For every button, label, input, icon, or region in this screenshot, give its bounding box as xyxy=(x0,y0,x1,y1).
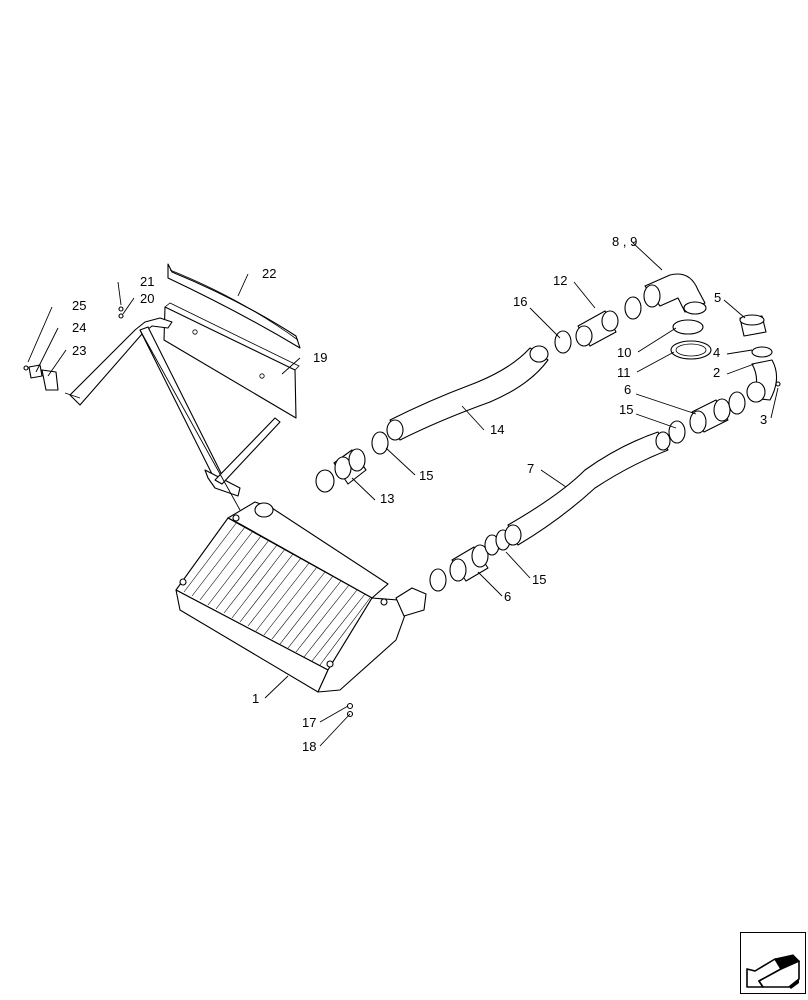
callout-17: 17 xyxy=(302,715,316,730)
callout-19: 19 xyxy=(313,350,327,365)
callout-16: 16 xyxy=(513,294,527,309)
callout-13: 13 xyxy=(380,491,394,506)
callout-25: 25 xyxy=(72,298,86,313)
callout-4: 4 xyxy=(713,345,720,360)
callout-3: 3 xyxy=(760,412,767,427)
callout-8-9: 8 , 9 xyxy=(612,234,637,249)
leader-lines xyxy=(27,242,779,747)
callout-6-lower: 6 xyxy=(504,589,511,604)
callout-23: 23 xyxy=(72,343,86,358)
core-fins xyxy=(183,521,371,666)
upper-hose-assembly xyxy=(315,273,781,493)
callout-15-right: 15 xyxy=(619,402,633,417)
callout-18: 18 xyxy=(302,739,316,754)
callout-6-upper: 6 xyxy=(624,382,631,397)
callout-1: 1 xyxy=(252,691,259,706)
callout-10: 10 xyxy=(617,345,631,360)
part-1-intercooler xyxy=(175,501,427,693)
callout-21: 21 xyxy=(140,274,154,289)
callout-11: 11 xyxy=(617,365,631,380)
callout-labels: 1 17 18 22 19 21 20 25 24 23 13 15 14 16… xyxy=(72,234,767,754)
callout-24: 24 xyxy=(72,320,86,335)
return-arrow-icon xyxy=(746,954,801,989)
callout-15-upper: 15 xyxy=(419,468,433,483)
return-navigation-button[interactable] xyxy=(740,932,806,994)
callout-5: 5 xyxy=(714,290,721,305)
part-22-seal-strip xyxy=(167,263,301,349)
part-19-deflector-plate xyxy=(163,302,300,419)
callout-15-lower: 15 xyxy=(532,572,546,587)
callout-2: 2 xyxy=(713,365,720,380)
lower-hose-assembly xyxy=(429,391,746,592)
callout-7: 7 xyxy=(527,461,534,476)
callout-14: 14 xyxy=(490,422,504,437)
support-bracket xyxy=(23,306,281,511)
callout-22: 22 xyxy=(262,266,276,281)
callout-20: 20 xyxy=(140,291,154,306)
callout-12: 12 xyxy=(553,273,567,288)
